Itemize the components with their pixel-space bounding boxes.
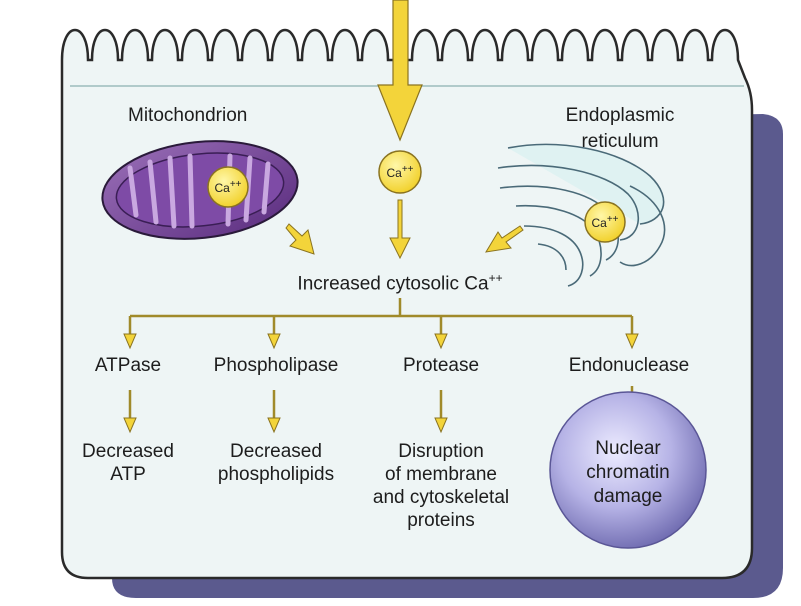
- converging-arrows: [285, 199, 524, 260]
- effect-nuclear-line3: damage: [593, 486, 663, 507]
- ca-ion-er: [584, 201, 626, 243]
- label-disruption-proteins: Disruption of membrane and cytoskeletal …: [373, 440, 509, 532]
- label-decreased-phospholipids: Decreased phospholipids: [218, 440, 334, 486]
- ca-label-cytosol: Ca++: [386, 164, 414, 180]
- ca-label-mitochondrion: Ca++: [214, 179, 242, 195]
- label-er-line2: reticulum: [581, 131, 659, 152]
- effect-disruption-line1: Disruption: [398, 441, 484, 462]
- label-protease: Protease: [402, 355, 480, 376]
- effect-nuclear-line2: chromatin: [586, 462, 670, 483]
- effect-phospholipids-line2: phospholipids: [217, 464, 335, 485]
- mitochondrion-organelle: [101, 140, 299, 240]
- ca-ion-cytosol: [378, 150, 422, 194]
- nucleus: [549, 391, 707, 549]
- effect-atp-line2: ATP: [110, 464, 146, 485]
- label-increased-cytosolic-ca: Increased cytosolic Ca++: [297, 271, 503, 295]
- label-phospholipase: Phospholipase: [213, 355, 339, 376]
- label-decreased-atp: Decreased ATP: [82, 440, 174, 486]
- label-mitochondrion: Mitochondrion: [128, 105, 248, 126]
- label-nuclear-chromatin-damage: Nuclear chromatin damage: [586, 437, 669, 509]
- effect-disruption-line3: and cytoskeletal: [372, 487, 510, 508]
- effect-disruption-line4: proteins: [407, 510, 475, 531]
- ca-ion-mitochondrion: [207, 166, 249, 208]
- effect-nuclear-line1: Nuclear: [595, 438, 661, 459]
- calcium-entry-arrow: [377, 0, 423, 142]
- effect-phospholipids-line1: Decreased: [230, 441, 322, 462]
- effect-disruption-line2: of membrane: [385, 464, 497, 485]
- label-atpase: ATPase: [94, 355, 162, 376]
- label-er-line1: Endoplasmic: [565, 105, 675, 126]
- endoplasmic-reticulum-organelle: [497, 143, 666, 287]
- effect-atp-line1: Decreased: [82, 441, 174, 462]
- label-endonuclease: Endonuclease: [568, 355, 690, 376]
- ca-label-er: Ca++: [591, 214, 619, 230]
